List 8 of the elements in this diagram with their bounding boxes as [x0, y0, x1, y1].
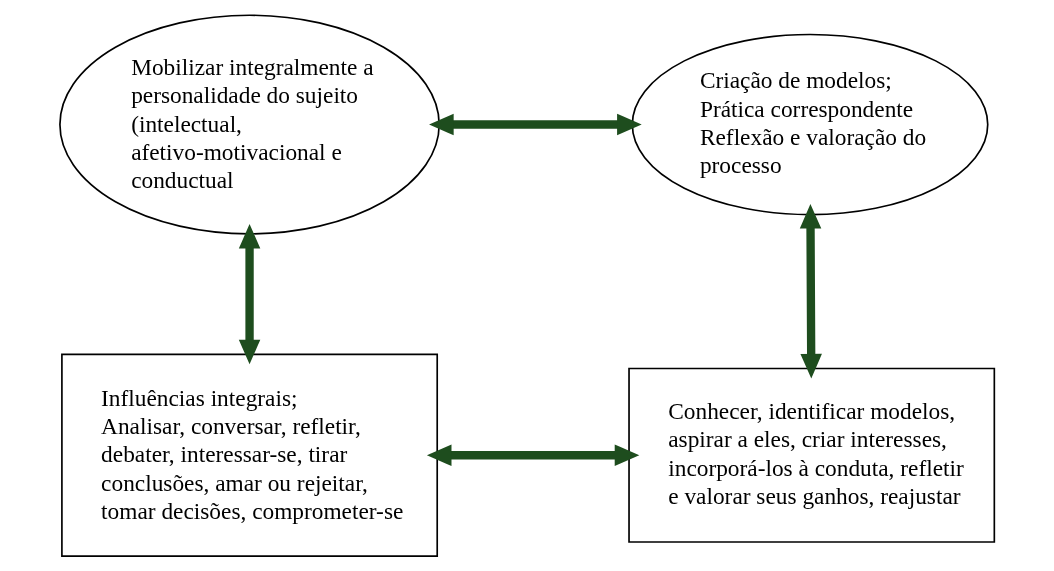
arrow [238, 223, 261, 365]
arrow [799, 203, 822, 379]
node-ellipse: Mobilizar integralmente a personalidade do sujeito (intelectual, afetivo-motivacional e conductual [59, 14, 441, 235]
arrow [429, 113, 642, 136]
node-box: Conhecer, identificar modelos, aspirar a eles, criar interesses, incorporá-los à conduta, refletir e valorar seus ganhos, reajustar [628, 367, 996, 543]
node-box: Influências integrais; Analisar, conversar, refletir, debater, interessar-se, tirar conclusões, amar ou rejeitar, tomar decisões, comprometer-se [61, 353, 439, 557]
node-ellipse: Criação de modelos; Prática correspondente Reflexão e valoração do processo [631, 33, 989, 216]
arrow [426, 444, 640, 466]
